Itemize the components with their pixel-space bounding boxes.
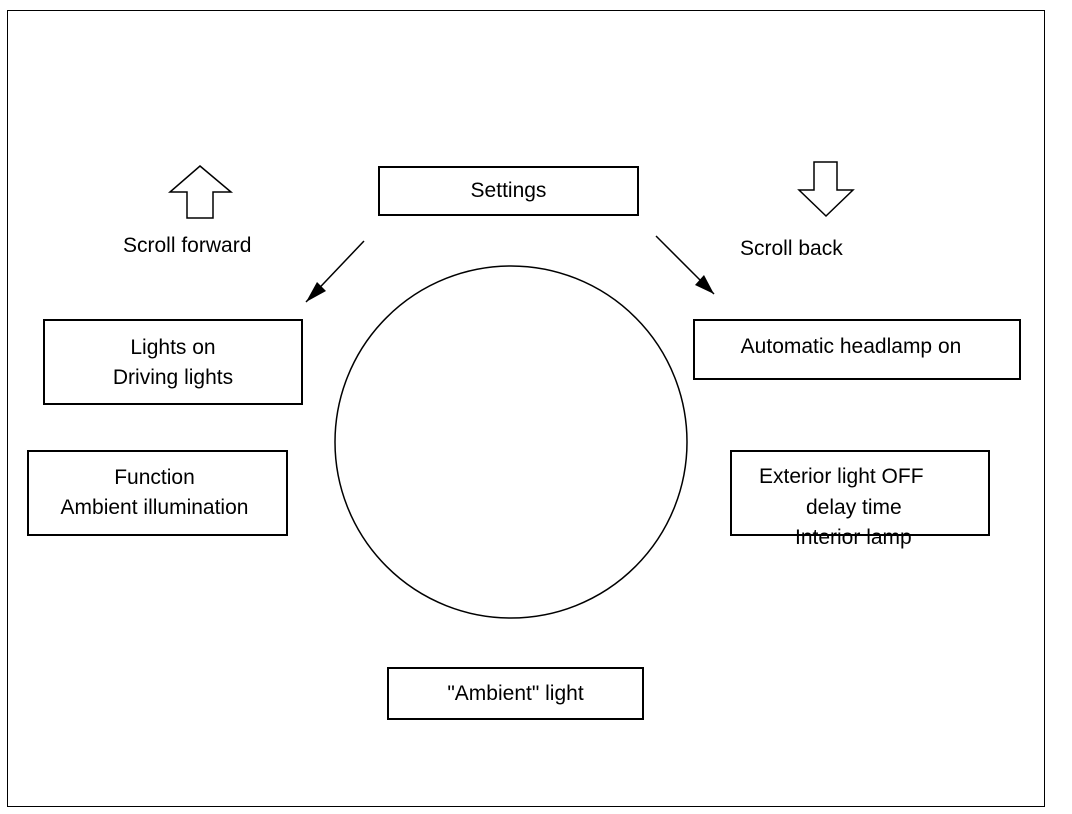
function-label: Function [114, 466, 195, 489]
automatic-headlamp-box: Automatic headlamp on [693, 319, 1021, 380]
scroll-forward-arrow-icon [167, 165, 234, 219]
arrow-left-head [306, 282, 326, 302]
ambient-illumination-label: Ambient illumination [60, 496, 249, 519]
ambient-light-label: "Ambient" light [447, 682, 584, 705]
automatic-headlamp-label: Automatic headlamp on [740, 335, 962, 358]
diagram-frame [7, 10, 1045, 807]
function-ambient-box: Function Ambient illumination [27, 450, 288, 536]
exterior-light-off-label: Exterior light OFF [759, 465, 924, 488]
interior-lamp-label: Interior lamp [795, 526, 912, 549]
scroll-back-label: Scroll back [740, 237, 843, 260]
driving-lights-label: Driving lights [112, 366, 234, 389]
scroll-forward-label: Scroll forward [123, 234, 252, 257]
scroll-back-arrow-icon [797, 161, 855, 218]
settings-label: Settings [470, 179, 547, 202]
exterior-light-box [730, 450, 990, 536]
ambient-light-box: "Ambient" light [387, 667, 644, 720]
settings-box: Settings [378, 166, 639, 216]
lights-on-box: Lights on Driving lights [43, 319, 303, 405]
lights-on-label: Lights on [130, 336, 216, 359]
delay-time-label: delay time [806, 496, 902, 519]
control-knob-circle [334, 265, 688, 619]
arrow-right-head [695, 275, 714, 294]
